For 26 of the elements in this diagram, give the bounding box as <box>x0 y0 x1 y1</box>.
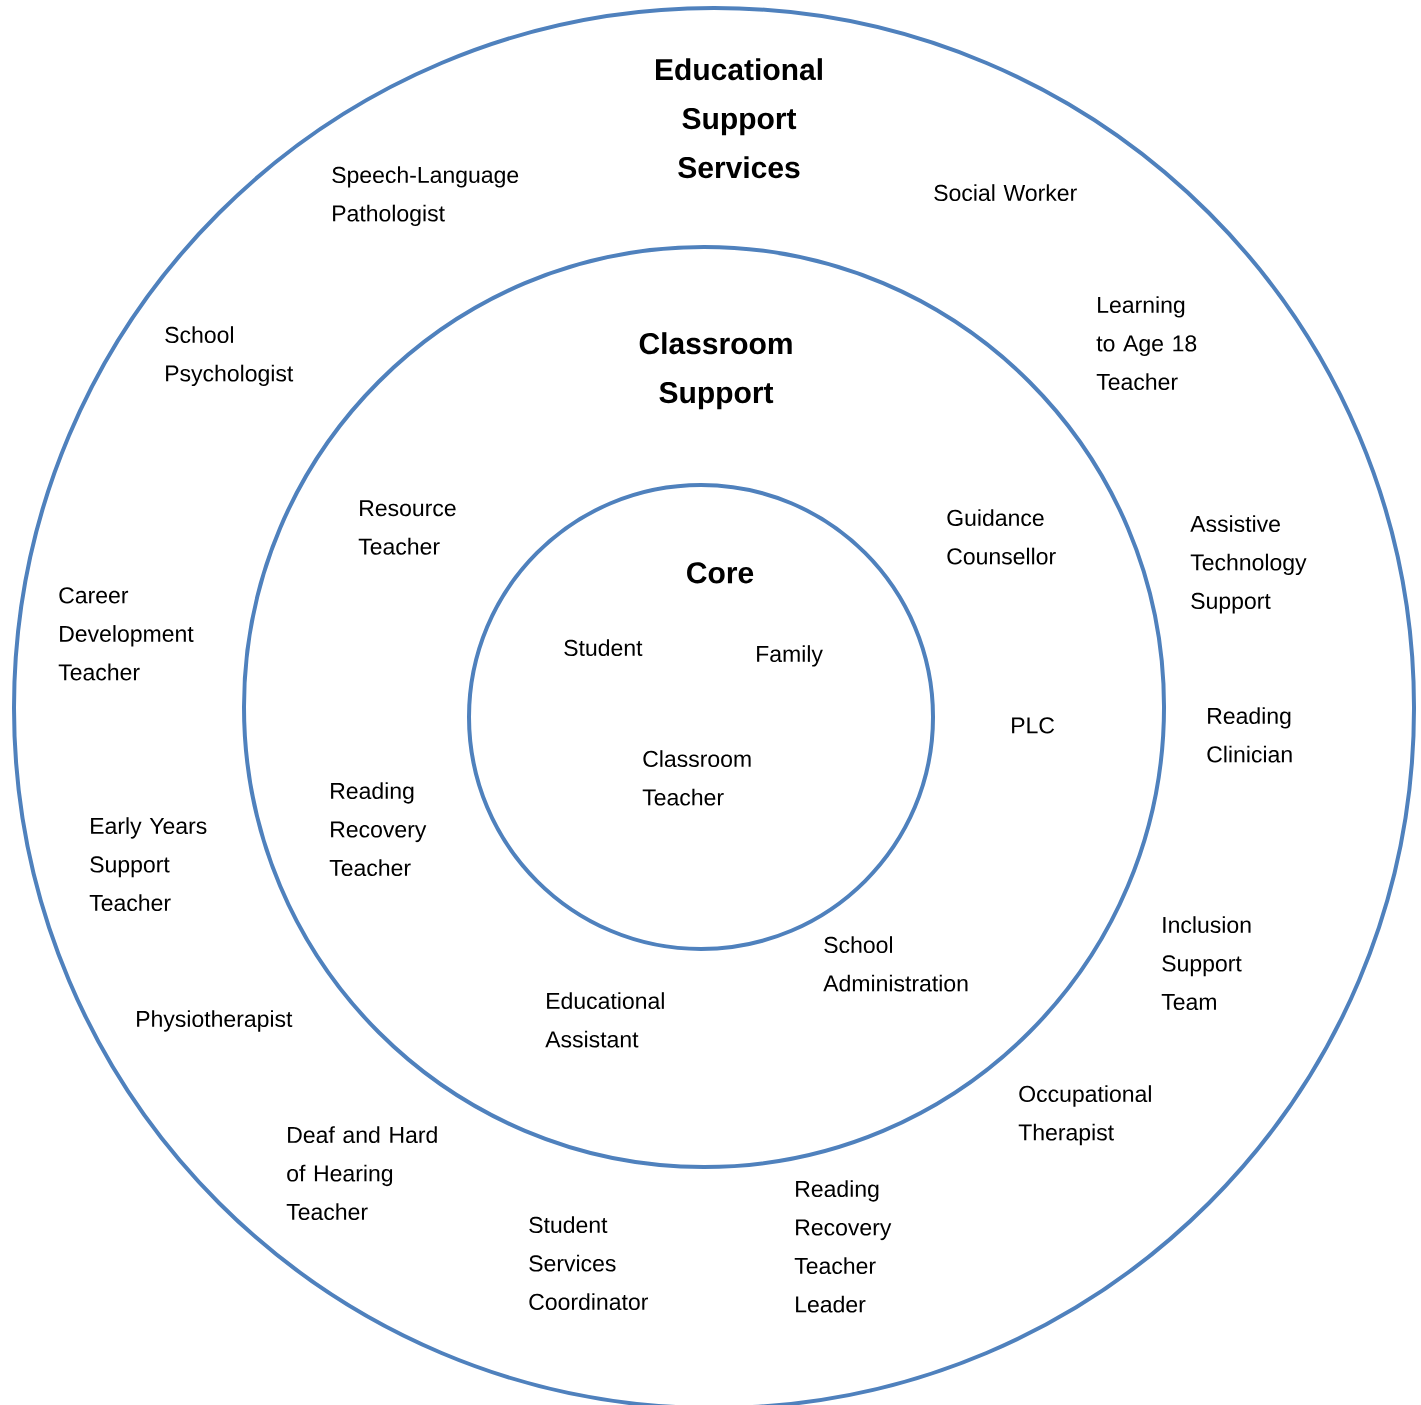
role-label: Occupational Therapist <box>1018 1085 1151 1146</box>
role-label: Learning to Age 18 Teacher <box>1096 296 1197 391</box>
role-label: Resource Teacher <box>358 500 456 555</box>
role-label: Assistive Technology Support <box>1190 515 1307 614</box>
role-label: Speech-Language Pathologist <box>332 166 519 227</box>
role-label: Educational Assistant <box>545 992 664 1048</box>
role-label: PLC <box>1012 717 1055 734</box>
role-label: Classroom Teacher <box>642 750 751 806</box>
role-label: Reading Recovery Teacher <box>329 782 427 877</box>
role-label: School Administration <box>823 936 968 992</box>
role-label: Inclusion Support Team <box>1161 916 1251 1011</box>
role-label: Student <box>564 639 643 657</box>
role-label: Career Development Teacher <box>58 587 194 681</box>
role-label: Physiotherapist <box>137 1010 293 1032</box>
role-label: Family <box>757 645 823 667</box>
role-label: Social Worker <box>934 184 1077 202</box>
role-label: Reading Recovery Teacher Leader <box>794 1180 892 1313</box>
role-label: School Psychologist <box>165 326 294 387</box>
role-label: Guidance Counsellor <box>947 509 1056 565</box>
role-label: Student Services Coordinator <box>529 1216 648 1311</box>
role-label: Deaf and Hard of Hearing Teacher <box>286 1126 437 1221</box>
role-label: Early Years Support Teacher <box>89 817 207 912</box>
ring-heading: Core <box>687 562 754 584</box>
ring-heading: Educational Support Services <box>656 58 822 179</box>
ring-heading: Classroom Support <box>639 332 792 410</box>
role-label: Reading Clinician <box>1207 707 1292 763</box>
